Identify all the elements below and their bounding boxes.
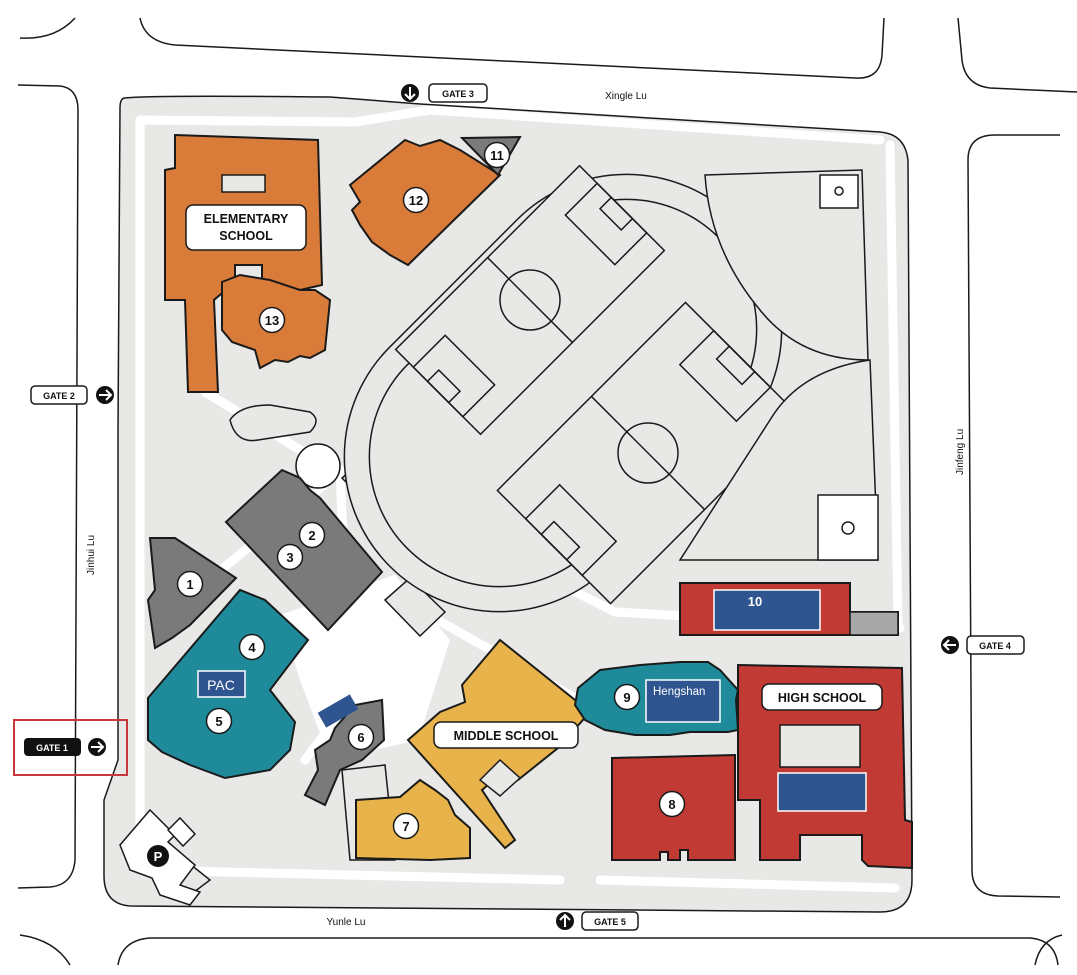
roundabout	[295, 443, 341, 489]
svg-text:5: 5	[215, 714, 222, 729]
sw-block	[19, 934, 71, 966]
number-12[interactable]: 12	[402, 186, 430, 214]
svg-text:GATE 4: GATE 4	[979, 641, 1011, 651]
street-label-north: Xingle Lu	[605, 91, 647, 102]
gate-4[interactable]: GATE 4	[941, 635, 1025, 655]
parking-icon	[147, 845, 169, 867]
plot-b	[383, 576, 447, 638]
building-numbers: 1 2 3 4 5 6 7 8 9 10 11 12 13	[176, 141, 762, 840]
elementary-label-line2: SCHOOL	[219, 229, 273, 243]
number-3[interactable]: 3	[276, 543, 304, 571]
west-block	[17, 84, 79, 889]
svg-text:GATE 5: GATE 5	[594, 917, 626, 927]
street-label-west: Jinhui Lu	[86, 535, 97, 575]
svg-text:2: 2	[308, 528, 315, 543]
number-4[interactable]: 4	[238, 633, 266, 661]
svg-text:3: 3	[286, 550, 293, 565]
number-6[interactable]: 6	[347, 723, 375, 751]
svg-text:GATE 1: GATE 1	[36, 743, 68, 753]
soccer-field-north	[394, 164, 666, 436]
se-block	[1034, 934, 1063, 966]
number-9[interactable]: 9	[613, 683, 641, 711]
east-block	[967, 134, 1061, 898]
building-10-panel	[713, 589, 821, 631]
gate-5[interactable]: GATE 5	[556, 911, 639, 931]
pathways	[135, 105, 905, 893]
high-school-courtyard	[779, 724, 861, 768]
elementary-label-box	[185, 204, 307, 251]
gate-3[interactable]: GATE 3	[401, 83, 488, 103]
high-school-panel	[777, 772, 867, 812]
pac-label-box	[197, 670, 246, 698]
svg-text:11: 11	[490, 148, 504, 163]
north-block	[139, 17, 885, 79]
svg-text:GATE 2: GATE 2	[43, 391, 75, 401]
pac-label: PAC	[207, 677, 235, 693]
south-block	[117, 937, 1059, 966]
number-11[interactable]: 11	[483, 141, 511, 169]
elementary-courtyard	[221, 174, 266, 193]
gate-2[interactable]: GATE 2	[30, 385, 114, 405]
building-10-annex	[849, 611, 899, 636]
middle-school-label-box	[433, 721, 579, 749]
svg-text:4: 4	[248, 640, 256, 655]
svg-text:13: 13	[265, 313, 279, 328]
gate-1[interactable]: GATE 1	[13, 719, 128, 776]
building-2-3	[224, 468, 384, 632]
svg-text:12: 12	[409, 193, 423, 208]
number-2[interactable]: 2	[298, 521, 326, 549]
number-8[interactable]: 8	[658, 790, 686, 818]
plot-c	[229, 404, 317, 442]
number-1[interactable]: 1	[176, 570, 204, 598]
svg-text:9: 9	[623, 690, 630, 705]
svg-text:10: 10	[748, 594, 762, 609]
svg-text:6: 6	[357, 730, 364, 745]
svg-text:GATE 3: GATE 3	[442, 89, 474, 99]
high-school-label: HIGH SCHOOL	[778, 691, 867, 705]
number-7[interactable]: 7	[392, 812, 420, 840]
nw-block	[19, 17, 76, 39]
elementary-label-line1: ELEMENTARY	[204, 212, 289, 226]
building-6-panel	[317, 694, 359, 728]
middle-school-courtyard	[478, 758, 522, 797]
ne-block-top	[957, 17, 1077, 93]
baseball-field-south	[678, 359, 879, 561]
parking-label: P	[154, 849, 163, 864]
hengshan-label-box	[645, 679, 721, 723]
baseball-field-north	[704, 169, 869, 361]
city-blocks	[17, 17, 1077, 966]
middle-school-label: MIDDLE SCHOOL	[454, 729, 559, 743]
number-5[interactable]: 5	[205, 707, 233, 735]
gate-1-highlight	[13, 719, 128, 776]
svg-text:1: 1	[186, 577, 193, 592]
parking-kiosk	[166, 816, 197, 848]
high-school-label-box	[761, 683, 883, 711]
number-10[interactable]: 10	[748, 594, 762, 609]
soccer-field-south	[496, 301, 800, 605]
svg-text:8: 8	[668, 797, 675, 812]
hengshan-label: Hengshan	[653, 686, 705, 698]
street-label-east: Jinfeng Lu	[955, 429, 966, 475]
street-label-south: Yunle Lu	[327, 917, 366, 928]
svg-text:7: 7	[402, 819, 409, 834]
number-13[interactable]: 13	[258, 306, 286, 334]
